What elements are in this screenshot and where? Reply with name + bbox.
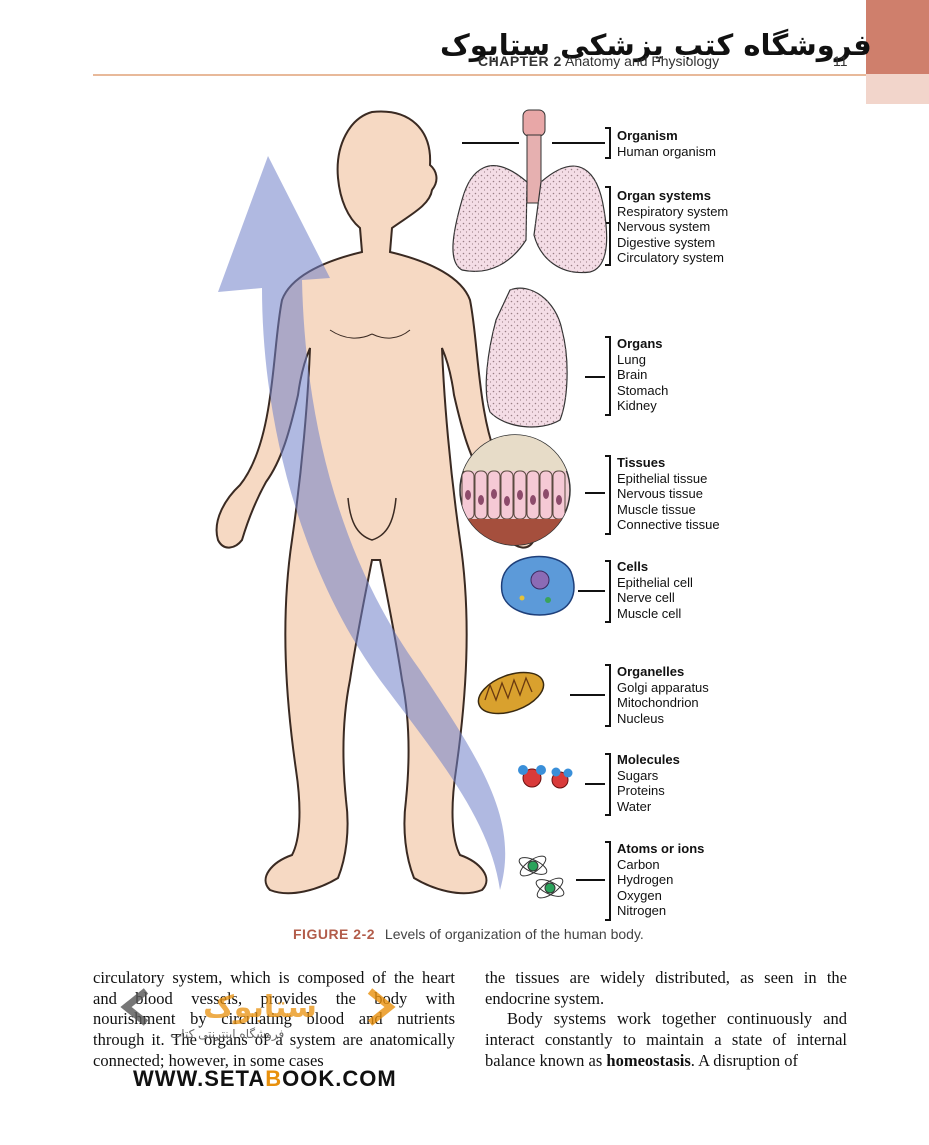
- level-cells: Cells Epithelial cell Nerve cell Muscle …: [617, 559, 693, 621]
- lungs-icon: [452, 109, 608, 274]
- level-item: Kidney: [617, 398, 657, 413]
- figure-caption: FIGURE 2-2 Levels of organization of the…: [293, 926, 644, 942]
- connector-cells: [578, 590, 605, 592]
- body-text: Body systems work together continuously …: [485, 1009, 847, 1070]
- corner-tab-light: [866, 74, 929, 104]
- bracket-cells: [605, 560, 611, 623]
- level-item: Muscle cell: [617, 605, 682, 621]
- connector-organ-systems: [606, 222, 610, 224]
- body-column-right: the tissues are widely distributed, as s…: [485, 968, 847, 1072]
- connector-molecules: [585, 783, 605, 785]
- level-item: Golgi apparatus: [617, 679, 709, 695]
- level-item: Stomach: [617, 382, 669, 398]
- connector-atoms: [576, 879, 605, 881]
- url-part: OOK.COM: [282, 1066, 397, 1091]
- setabook-logo: ستابوک: [120, 988, 396, 1026]
- level-title: Organism: [617, 128, 678, 143]
- running-head: CHAPTER 2 Anatomy and Physiology: [478, 53, 719, 69]
- level-title: Tissues: [617, 455, 666, 470]
- molecules-icon: [518, 765, 573, 789]
- level-item: Epithelial cell: [617, 574, 693, 590]
- level-item: Digestive system: [617, 234, 716, 250]
- level-title: Organs: [617, 336, 663, 351]
- level-item: Lung: [617, 351, 646, 367]
- level-atoms-or-ions: Atoms or ions Carbon Hydrogen Oxygen Nit…: [617, 841, 704, 919]
- level-organism: Organism Human organism: [617, 128, 716, 159]
- store-title: فروشگاه کتب پزشکی ستابوک: [440, 28, 872, 62]
- bracket-atoms: [605, 841, 611, 921]
- mitochondrion-icon: [477, 671, 545, 715]
- level-item: Nucleus: [617, 710, 664, 726]
- watermark-url: WWW.SETABOOK.COM: [133, 1066, 397, 1092]
- level-title: Atoms or ions: [617, 841, 705, 856]
- level-item: Nerve cell: [617, 590, 675, 605]
- level-title: Molecules: [617, 752, 680, 767]
- level-title: Organelles: [617, 664, 685, 679]
- level-item: Carbon: [617, 856, 660, 872]
- body-paragraph: Body systems work together continuously …: [485, 1009, 847, 1071]
- level-item: Nervous tissue: [617, 486, 703, 501]
- level-title: Organ systems: [617, 188, 711, 203]
- figure-label: FIGURE 2-2: [293, 926, 376, 942]
- level-item: Human organism: [617, 143, 716, 159]
- body-paragraph: the tissues are widely distributed, as s…: [485, 968, 847, 1008]
- level-item: Muscle tissue: [617, 501, 696, 517]
- level-tissues: Tissues Epithelial tissue Nervous tissue…: [617, 455, 720, 533]
- cell-icon: [500, 555, 575, 616]
- body-paragraph: circulatory system, which is composed of…: [93, 968, 455, 1070]
- bracket-organism: [605, 127, 611, 159]
- levels-of-organization-figure: [215, 109, 608, 899]
- connector-organs: [585, 376, 605, 378]
- atoms-icon: [518, 855, 565, 899]
- hierarchy-arrow: [218, 156, 506, 890]
- page-number: 11: [833, 53, 848, 69]
- connector-organism: [462, 142, 519, 144]
- connector-tissues: [585, 492, 605, 494]
- level-item: Epithelial tissue: [617, 470, 708, 486]
- header-rule: [93, 74, 866, 76]
- level-item: Water: [617, 798, 652, 814]
- key-term: homeostasis: [606, 1050, 691, 1070]
- level-item: Mitochondrion: [617, 695, 699, 710]
- level-item: Circulatory system: [617, 250, 724, 265]
- level-item: Nitrogen: [617, 903, 667, 918]
- level-organ-systems: Organ systems Respiratory system Nervous…: [617, 188, 728, 266]
- bracket-molecules: [605, 753, 611, 816]
- level-item: Respiratory system: [617, 203, 729, 219]
- connector-organelles: [570, 694, 605, 696]
- level-title: Cells: [617, 559, 649, 574]
- url-part: WWW.SETA: [133, 1066, 266, 1091]
- connector-organism-right: [552, 142, 605, 144]
- chapter-title: Anatomy and Physiology: [564, 53, 720, 69]
- level-molecules: Molecules Sugars Proteins Water: [617, 752, 680, 814]
- level-organelles: Organelles Golgi apparatus Mitochondrion…: [617, 664, 709, 726]
- level-item: Sugars: [617, 767, 659, 783]
- bracket-organelles: [605, 664, 611, 727]
- body-text: . A disruption of: [690, 1050, 799, 1070]
- level-item: Oxygen: [617, 887, 662, 903]
- level-item: Connective tissue: [617, 517, 720, 532]
- logo-text: ستابوک: [203, 990, 317, 1025]
- figure-caption-text: Levels of organization of the human body…: [384, 926, 644, 942]
- corner-tab: [866, 0, 929, 74]
- lung-icon: [485, 287, 568, 428]
- level-item: Brain: [617, 367, 648, 382]
- chapter-label: CHAPTER 2: [478, 53, 562, 69]
- level-item: Nervous system: [617, 219, 711, 234]
- bracket-organs: [605, 336, 611, 416]
- url-accent: B: [265, 1066, 283, 1091]
- bracket-tissues: [605, 455, 611, 535]
- bracket-organ-systems: [605, 186, 611, 266]
- level-item: Hydrogen: [617, 872, 674, 887]
- level-item: Proteins: [617, 783, 665, 798]
- watermark-subtitle: فروشگاه اینترنتی کتاب: [170, 1027, 285, 1041]
- level-organs: Organs Lung Brain Stomach Kidney: [617, 336, 668, 414]
- body-column-left: circulatory system, which is composed of…: [93, 968, 455, 1072]
